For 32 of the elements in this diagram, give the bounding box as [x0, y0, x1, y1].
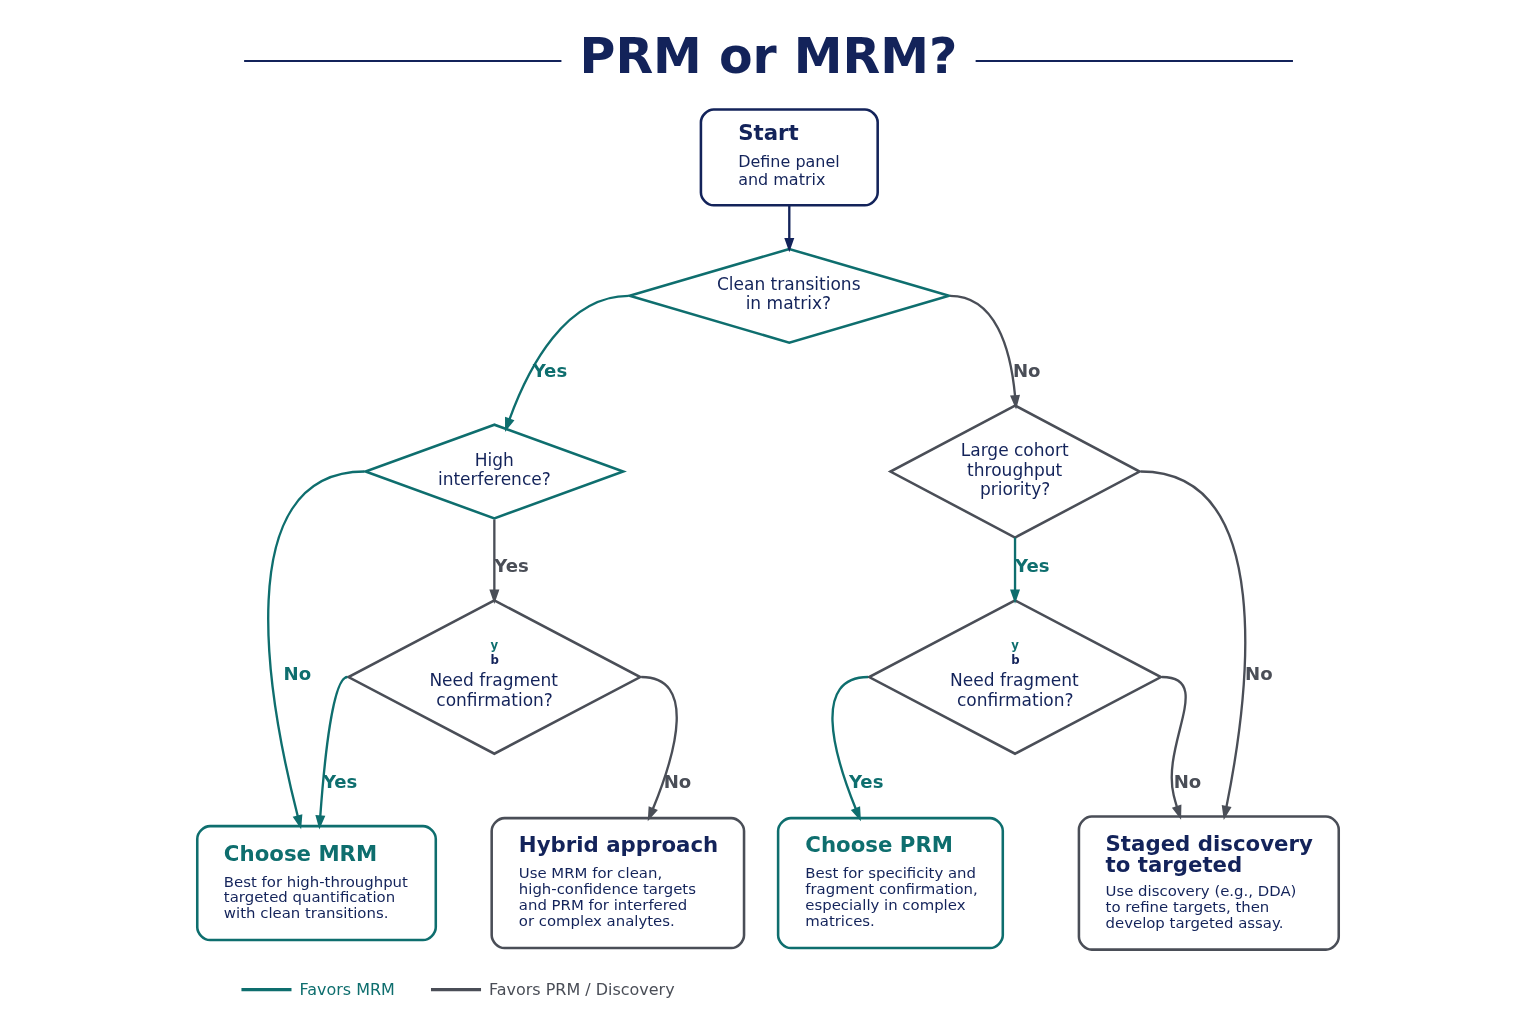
edge-label: No	[1012, 360, 1041, 382]
edge-label: Yes	[848, 771, 884, 793]
arrow	[1010, 537, 1021, 604]
arrow	[489, 519, 500, 604]
legend-label: Favors MRM	[299, 979, 395, 999]
arrow	[505, 294, 629, 432]
arrow	[267, 470, 365, 830]
arrow	[784, 205, 795, 253]
legend-label: Favors PRM / Discovery	[489, 979, 675, 999]
node-box: Choose PRM Best for specificity and fragment confirmation, especially in complex matrices.	[776, 816, 1005, 950]
node-box: Start Define panel and matrix	[699, 108, 879, 207]
node-box: Staged discovery to targeted Use discovery (e.g., DDA) to refine targets, then develop targeted assay.	[1077, 815, 1340, 951]
arrow	[949, 294, 1020, 410]
node-diamond: y b Need fragment confirmation?	[866, 598, 1164, 756]
edge-label: Yes	[322, 771, 358, 793]
arrow	[315, 676, 348, 830]
edge-label: No	[663, 771, 692, 793]
edge-label: No	[283, 663, 312, 685]
node-diamond: y b Need fragment confirmation?	[345, 598, 643, 756]
diagram-title: PRM or MRM?	[579, 27, 958, 85]
node-diamond: High interference?	[361, 423, 627, 520]
edge-label: No	[1245, 663, 1273, 685]
edge-label: Yes	[494, 555, 529, 577]
node-box: Hybrid approach Use MRM for clean, high-confidence targets and PRM for interfered or complex analytes.	[490, 816, 746, 950]
arrow	[641, 675, 678, 822]
arrow	[831, 675, 869, 822]
edge-label: Yes	[532, 360, 568, 382]
edge-label: No	[1173, 771, 1202, 793]
node-diamond: Large cohort throughput priority?	[887, 404, 1143, 539]
node-box: Choose MRM Best for high-throughput targeted quantification with clean transitions.	[196, 824, 438, 942]
arrow	[1140, 470, 1247, 820]
edge-label: Yes	[1015, 555, 1050, 577]
